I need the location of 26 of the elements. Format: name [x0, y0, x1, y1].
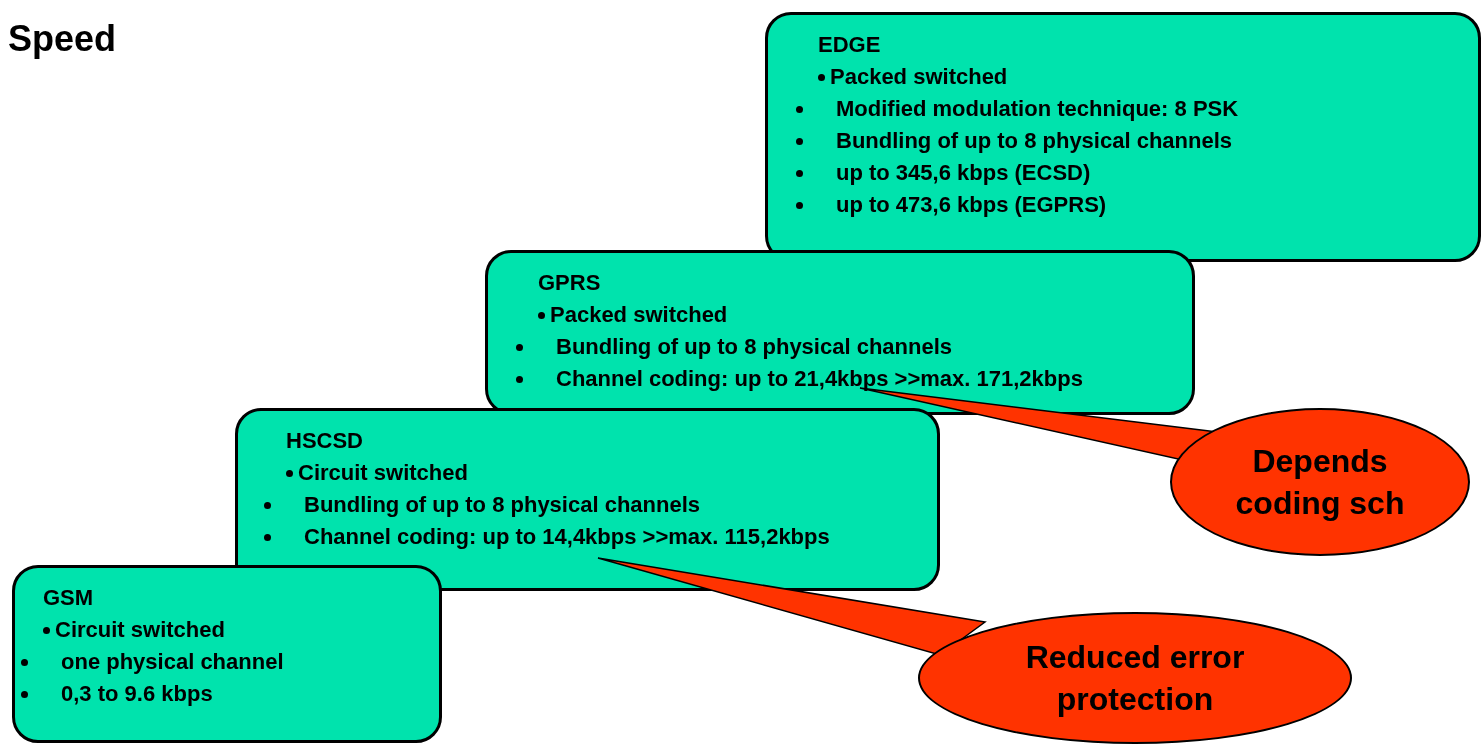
box-heading: GPRS: [538, 269, 601, 297]
bullet-item: up to 473,6 kbps (EGPRS): [818, 189, 1107, 221]
stage-box: [485, 250, 1195, 415]
bullet-item: Channel coding: up to 14,4kbps >>max. 115,2kbps: [286, 521, 830, 553]
bullet-item: Packed switched: [818, 61, 1008, 93]
box-heading: HSCSD: [286, 427, 363, 455]
callout-text: Reduced error protection: [1024, 638, 1246, 719]
callout-text: Depends coding sch: [1234, 442, 1406, 523]
bullet-item: up to 345,6 kbps (ECSD): [818, 157, 1091, 189]
stage-box: [765, 12, 1481, 262]
bullet-item: 0,3 to 9.6 kbps: [43, 678, 213, 710]
stage-box: [235, 408, 940, 591]
bullet-item: Bundling of up to 8 physical channels: [538, 331, 953, 363]
bullet-item: Packed switched: [538, 299, 728, 331]
bullet-item: Channel coding: up to 21,4kbps >>max. 171,2kbps: [538, 363, 1083, 395]
bullet-item: Modified modulation technique: 8 PSK: [818, 93, 1239, 125]
box-heading: EDGE: [818, 31, 881, 59]
bullet-item: Bundling of up to 8 physical channels: [286, 489, 701, 521]
leader-line: [597, 557, 987, 656]
stage-box: [12, 565, 442, 743]
bullet-item: Circuit switched: [43, 614, 225, 646]
bullet-item: one physical channel: [43, 646, 284, 678]
bullet-item: Circuit switched: [286, 457, 468, 489]
title: Speed: [8, 18, 117, 60]
bullet-item: Bundling of up to 8 physical channels: [818, 125, 1233, 157]
box-heading: GSM: [43, 584, 94, 612]
